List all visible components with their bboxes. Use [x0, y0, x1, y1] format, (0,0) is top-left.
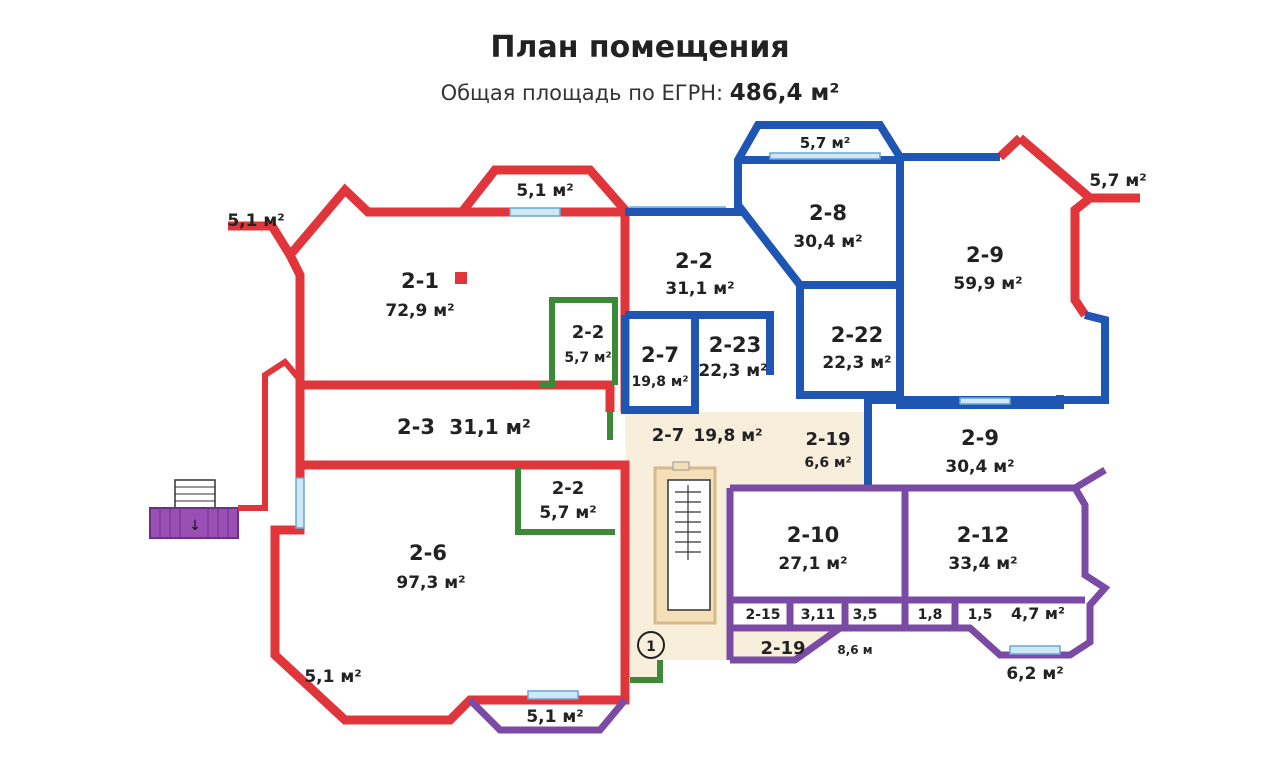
room-number: 2-7 — [652, 425, 685, 446]
window — [509, 207, 561, 217]
stair-marker-circle — [637, 631, 665, 659]
room-number: 2-6 — [409, 541, 447, 565]
staircase — [653, 461, 717, 625]
room-area: 30,4 м² — [945, 457, 1014, 477]
arrow-down-icon: ↓ — [189, 518, 201, 534]
balcony-area: 5,1 м² — [227, 211, 284, 231]
room-area: 5,7 м² — [564, 350, 611, 366]
room-number: 2-12 — [957, 523, 1010, 547]
balcony-area: 5,7 м² — [800, 134, 851, 152]
room-area: 97,3 м² — [396, 573, 465, 593]
balcony-area: 5,1 м² — [526, 707, 583, 727]
room-number: 2-9 — [966, 243, 1004, 267]
window — [527, 690, 579, 700]
corridor-2-19 — [730, 632, 840, 660]
total-area-value: 486,4 м² — [729, 80, 840, 106]
room-area: 6,6 м² — [804, 455, 851, 471]
cell-label: 1,5 — [968, 607, 993, 623]
room-number: 2-2 — [572, 322, 605, 343]
cell-label: 1,8 — [918, 607, 943, 623]
walls-purple — [467, 466, 1111, 734]
room-area: 59,9 м² — [953, 274, 1022, 294]
room-area: 33,4 м² — [948, 554, 1017, 574]
room-number: 2-3 — [397, 415, 435, 439]
window — [295, 477, 305, 529]
room-number: 2-10 — [787, 523, 840, 547]
room-area: 19,8 м² — [693, 426, 762, 446]
room-area: 27,1 м² — [778, 554, 847, 574]
cell-label: 2-15 — [745, 607, 780, 623]
room-number: 2-8 — [809, 201, 847, 225]
room-number: 2-19 — [760, 638, 805, 659]
room-area: 22,3 м² — [822, 353, 891, 373]
page-title: План помещения — [490, 30, 790, 65]
room-area: 8,6 м — [837, 643, 872, 657]
balcony-area: 5,1 м² — [304, 667, 361, 687]
room-area: 30,4 м² — [793, 232, 862, 252]
room-number: 2-23 — [709, 333, 762, 357]
balcony-area: 5,7 м² — [1089, 171, 1146, 191]
cell-label: 3,5 — [853, 607, 878, 623]
room-number: 2-22 — [831, 323, 884, 347]
room-number: 2-7 — [641, 343, 679, 367]
cell-label: 4,7 м² — [1011, 604, 1065, 623]
room-area: 19,8 м² — [632, 374, 689, 390]
total-area: Общая площадь по ЕГРН: 486,4 м² — [0, 80, 1280, 106]
walls-blue — [621, 121, 1109, 488]
balcony-area: 5,1 м² — [516, 181, 573, 201]
room-number: 2-9 — [961, 426, 999, 450]
room-number: 2-2 — [552, 478, 585, 499]
room-number: 2-19 — [805, 429, 850, 450]
room-number: 2-1 — [401, 269, 439, 293]
room-area: 5,7 м² — [539, 503, 596, 523]
window — [959, 397, 1011, 405]
total-area-label: Общая площадь по ЕГРН: — [440, 81, 724, 105]
room-number: 2-2 — [675, 249, 713, 273]
cell-label: 3,11 — [801, 607, 836, 623]
room-area: 22,3 м² — [698, 361, 767, 381]
window — [769, 152, 881, 160]
room-area: 31,1 м² — [449, 415, 530, 439]
room-area: 31,1 м² — [665, 279, 734, 299]
room-area: 72,9 м² — [385, 301, 454, 321]
window — [1009, 645, 1061, 655]
balcony-area: 6,2 м² — [1006, 664, 1063, 684]
entrance-stairs: ↓ — [149, 358, 303, 539]
stair-marker: 1 — [646, 639, 656, 655]
